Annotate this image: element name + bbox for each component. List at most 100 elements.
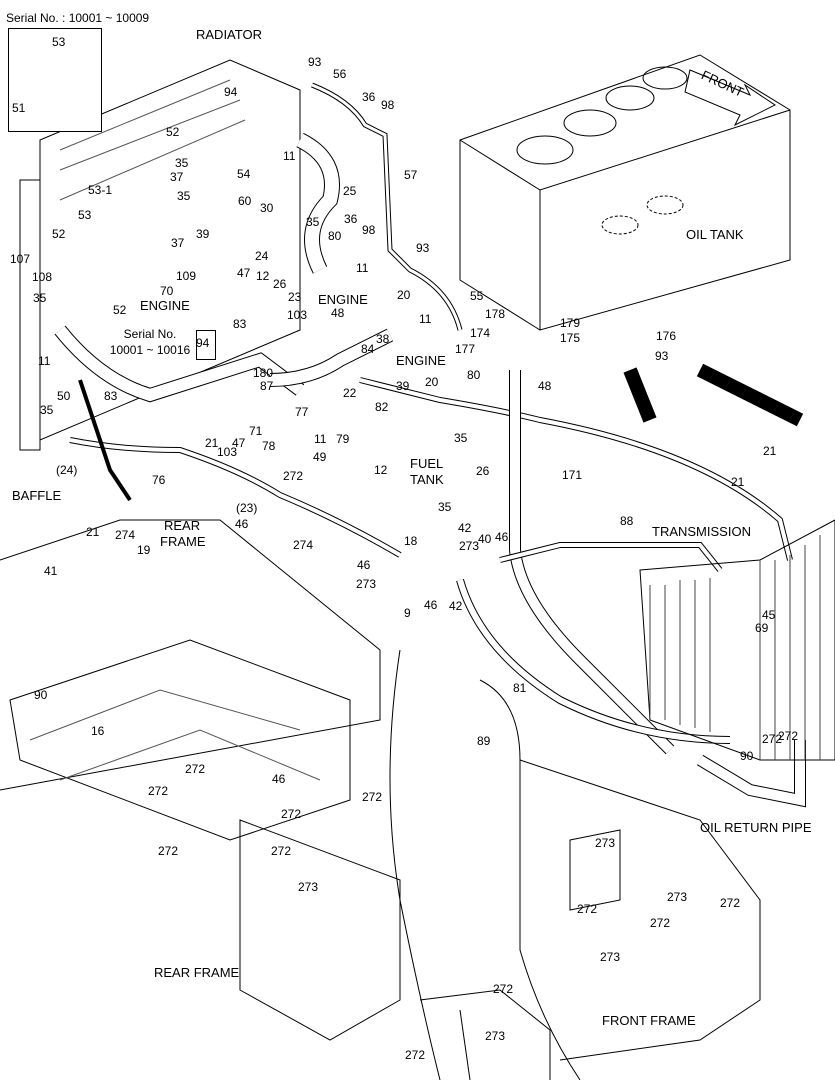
serial-box-line2: 10001 ~ 10016	[109, 343, 191, 357]
part-callout: 272	[185, 762, 206, 776]
label-transmission: TRANSMISSION	[652, 524, 751, 539]
label-radiator: RADIATOR	[196, 27, 262, 42]
part-callout: 83	[233, 317, 247, 331]
part-callout: (23)	[236, 501, 258, 515]
part-callout: 11	[283, 149, 296, 163]
part-callout: 272	[281, 807, 302, 821]
part-callout: 37	[170, 170, 184, 184]
part-callout: 90	[34, 688, 48, 702]
part-callout: 273	[298, 880, 319, 894]
part-callout: 56	[333, 67, 347, 81]
part-callout: 273	[459, 539, 480, 553]
part-callout: 24	[255, 249, 269, 263]
part-callout: 176	[656, 329, 677, 343]
part-callout: 103	[217, 445, 238, 459]
part-callout: 50	[57, 389, 71, 403]
part-callout: 90	[740, 749, 754, 763]
part-callout: 83	[104, 389, 118, 403]
part-callout: 20	[397, 288, 411, 302]
part-callout: 76	[152, 473, 166, 487]
part-callout: 21	[731, 475, 745, 489]
part-callout: 77	[295, 405, 309, 419]
serial-top: Serial No. : 10001 ~ 10009	[6, 11, 150, 25]
inset-box	[8, 28, 102, 132]
part-callout: 70	[160, 284, 174, 298]
part-callout: 273	[595, 836, 616, 850]
part-callout: 35	[306, 215, 320, 229]
part-callout: 46	[495, 530, 509, 544]
part-callout: 107	[10, 252, 31, 266]
part-callout: 12	[374, 463, 388, 477]
label-oil-return-pipe: OIL RETURN PIPE	[700, 820, 812, 835]
part-callout: 272	[271, 844, 292, 858]
label-fuel: FUEL	[410, 456, 444, 471]
part-callout: 71	[249, 424, 263, 438]
part-callout: 48	[538, 379, 552, 393]
part-callout: 55	[470, 289, 484, 303]
label-oil-tank: OIL TANK	[686, 227, 744, 242]
part-callout: 46	[357, 558, 371, 572]
part-callout: 11	[419, 312, 432, 326]
part-callout: 36	[362, 90, 376, 104]
part-callout: 22	[343, 386, 357, 400]
part-callout: 16	[91, 724, 105, 738]
part-callout: 48	[331, 306, 345, 320]
part-callout: 174	[470, 326, 491, 340]
part-callout: 272	[362, 790, 383, 804]
part-callout: 178	[485, 307, 506, 321]
part-callout: 274	[293, 538, 314, 552]
part-callout: 26	[273, 277, 287, 291]
part-callout: 79	[336, 432, 350, 446]
part-callout: 175	[560, 331, 581, 345]
label-engine-2: ENGINE	[140, 298, 190, 313]
part-callout: 272	[577, 902, 598, 916]
part-callout: 80	[467, 368, 481, 382]
part-callout: 35	[33, 291, 47, 305]
part-callout: 93	[655, 349, 669, 363]
part-callout: 273	[600, 950, 621, 964]
part-callout: 54	[237, 167, 251, 181]
part-callout: 272	[762, 732, 783, 746]
part-callout: 49	[313, 450, 327, 464]
part-callout: 47	[232, 436, 246, 450]
label-rear: REAR	[164, 518, 201, 533]
label-front-frame: FRONT FRAME	[602, 1013, 696, 1028]
part-callout: 80	[328, 229, 342, 243]
part-callout: 180	[253, 366, 274, 380]
part-callout: 26	[476, 464, 490, 478]
part-callout: 109	[176, 269, 197, 283]
part-callout: 51	[12, 101, 26, 115]
part-callout: 46	[424, 598, 438, 612]
part-callout: 272	[158, 844, 179, 858]
label-rear-frame: REAR FRAME	[154, 965, 240, 980]
part-callout: 84	[361, 342, 375, 356]
part-callout: 11	[356, 261, 369, 275]
part-callout: 272	[493, 982, 514, 996]
part-callout: 35	[438, 500, 452, 514]
part-callout: 52	[113, 303, 127, 317]
part-callout: 57	[404, 168, 418, 182]
part-callout: 42	[449, 599, 463, 613]
part-callout: 39	[196, 227, 210, 241]
part-callout: 53	[52, 35, 66, 49]
part-callout: 35	[175, 156, 189, 170]
part-callout: 45	[762, 608, 776, 622]
part-callout: 46	[272, 772, 286, 786]
part-callout: 272	[650, 916, 671, 930]
part-callout: 38	[376, 332, 390, 346]
part-callout: 19	[137, 543, 151, 557]
part-callout: 40	[478, 532, 492, 546]
serial-box-94	[196, 330, 216, 360]
part-callout: 272	[778, 729, 799, 743]
part-callout: 18	[404, 534, 418, 548]
part-callout: 52	[166, 125, 180, 139]
part-callout: 177	[455, 342, 476, 356]
part-callout: 171	[562, 468, 583, 482]
part-callout: 94	[196, 336, 210, 350]
label-frame: FRAME	[160, 534, 206, 549]
part-callout: 12	[256, 269, 270, 283]
part-callout: 87	[260, 379, 274, 393]
part-callout: 272	[405, 1048, 426, 1062]
part-callout: 272	[283, 469, 304, 483]
